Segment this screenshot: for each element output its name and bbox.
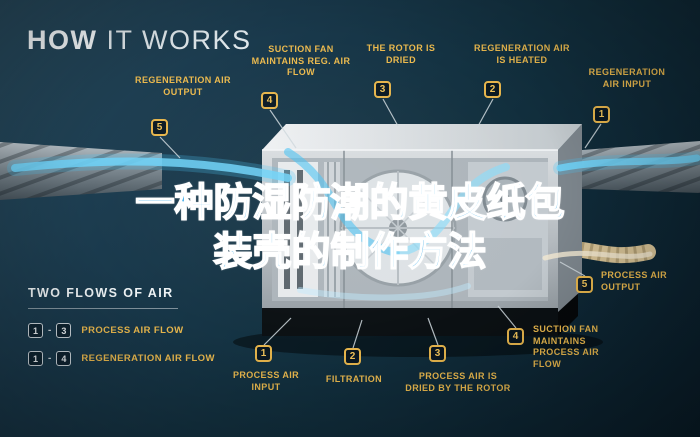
callout-badge-regeneration-air-heated: 2: [484, 81, 501, 98]
legend-badge-process-to: 3: [56, 323, 72, 338]
legend-divider: [28, 308, 178, 309]
duct-left: [0, 142, 162, 200]
title-light: IT WORKS: [106, 25, 252, 55]
legend-badge-process-from: 1: [28, 323, 43, 338]
duct-right: [556, 141, 700, 193]
leader-lines: [159, 98, 602, 349]
callout-badge-regeneration-air-output: 5: [151, 119, 168, 136]
machine-body: [233, 124, 603, 357]
legend-label-regeneration-air-flow: REGENERATION AIR FLOW: [81, 353, 215, 364]
callout-label-regeneration-air-output: REGENERATION AIR OUTPUT: [135, 75, 231, 97]
legend-separator: -: [48, 353, 52, 364]
legend-heading: TWO FLOWS OF AIR: [28, 286, 174, 300]
callout-badge-filtration: 2: [344, 348, 361, 365]
callout-label-process-air-dried: PROCESS AIR IS DRIED BY THE ROTOR: [405, 371, 511, 393]
callout-label-suction-fan-process: SUCTION FAN MAINTAINS PROCESS AIR FLOW: [533, 324, 600, 370]
legend-row-regeneration-air-flow: 1 - 4 REGENERATION AIR FLOW: [28, 351, 215, 366]
rotor: [339, 169, 457, 287]
callout-badge-regeneration-air-input: 1: [593, 106, 610, 123]
page-title: HOW IT WORKS: [27, 25, 252, 56]
callout-badge-suction-fan-reg: 4: [261, 92, 278, 109]
callout-badge-suction-fan-process: 4: [507, 328, 524, 345]
callout-badge-rotor-dried: 3: [374, 81, 391, 98]
title-bold: HOW: [27, 25, 98, 55]
callout-label-suction-fan-reg: SUCTION FAN MAINTAINS REG. AIR FLOW: [251, 44, 351, 78]
callout-badge-process-air-output: 5: [576, 276, 593, 293]
callout-label-process-air-input: PROCESS AIR INPUT: [232, 370, 300, 392]
callout-label-regeneration-air-heated: REGENERATION AIR IS HEATED: [474, 43, 570, 65]
callout-badge-process-air-input: 1: [255, 345, 272, 362]
legend-label-process-air-flow: PROCESS AIR FLOW: [81, 325, 184, 336]
legend-badge-regen-to: 4: [56, 351, 72, 366]
legend-row-process-air-flow: 1 - 3 PROCESS AIR FLOW: [28, 323, 215, 338]
legend: TWO FLOWS OF AIR 1 - 3 PROCESS AIR FLOW …: [28, 286, 215, 379]
airflow-arrows: [7, 148, 700, 301]
callout-label-rotor-dried: THE ROTOR IS DRIED: [366, 43, 436, 65]
legend-badge-regen-from: 1: [28, 351, 43, 366]
callout-label-process-air-output: PROCESS AIR OUTPUT: [601, 270, 668, 292]
callout-badge-process-air-dried: 3: [429, 345, 446, 362]
callout-label-filtration: FILTRATION: [325, 374, 383, 384]
legend-separator: -: [48, 325, 52, 336]
callout-label-regeneration-air-input: REGENERATION AIR INPUT: [588, 67, 666, 89]
